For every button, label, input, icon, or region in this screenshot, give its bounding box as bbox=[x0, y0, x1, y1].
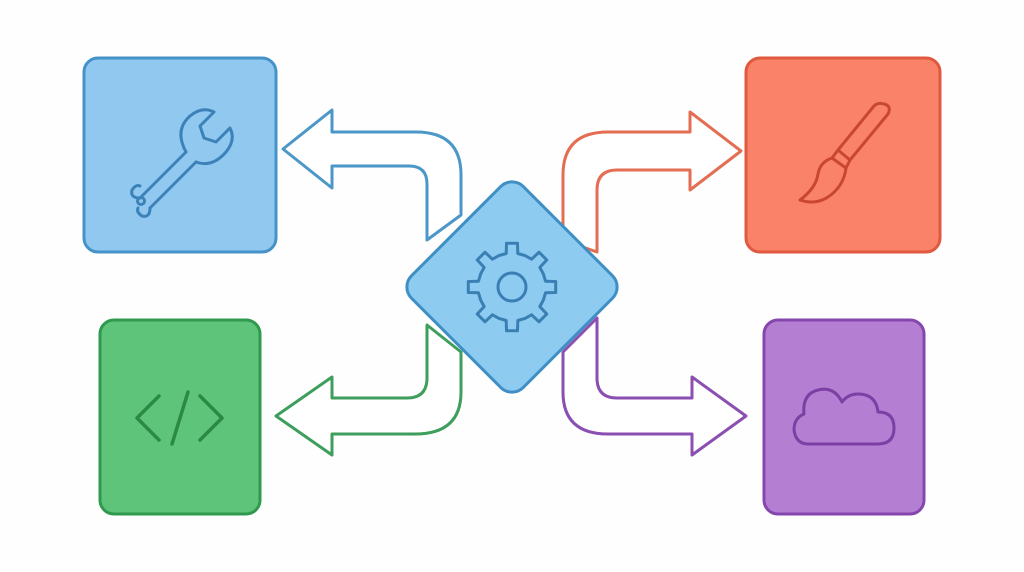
arrow-to-code bbox=[274, 323, 463, 457]
node-cloud bbox=[762, 318, 926, 516]
wrench-icon bbox=[130, 108, 234, 218]
node-code bbox=[98, 318, 262, 516]
cloud-icon bbox=[792, 387, 896, 446]
gear-icon bbox=[466, 241, 558, 333]
hub bbox=[405, 180, 619, 394]
tools-box bbox=[82, 56, 278, 254]
hub-diamond bbox=[405, 180, 619, 394]
arrow-to-cloud bbox=[561, 316, 748, 457]
arrow-to-design bbox=[561, 110, 743, 254]
code-icon bbox=[135, 390, 224, 446]
node-tools bbox=[82, 56, 278, 254]
cloud-box bbox=[762, 318, 926, 516]
arrow-to-tools bbox=[281, 108, 463, 242]
paintbrush-icon bbox=[798, 101, 891, 204]
gear-outline bbox=[466, 241, 558, 333]
node-design bbox=[744, 56, 942, 254]
